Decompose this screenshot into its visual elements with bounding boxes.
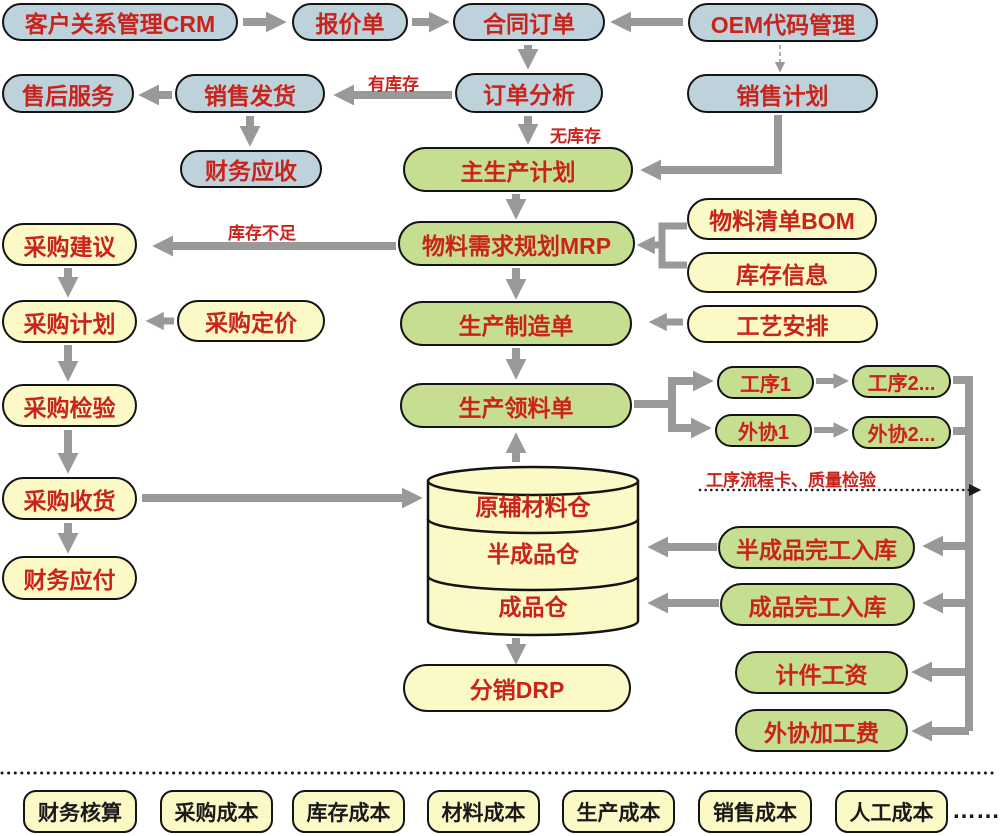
arrow-picking-to-process1 <box>634 370 714 408</box>
node-piecework-wage: 计件工资 <box>735 651 908 694</box>
node-purchase-pricing: 采购定价 <box>177 300 325 342</box>
node-master-production-plan: 主生产计划 <box>403 147 633 192</box>
warehouse-section-semi-finished: 半成品仓 <box>487 541 579 567</box>
cylinder-top <box>426 465 640 497</box>
node-after-sales: 售后服务 <box>2 74 134 113</box>
cost-labor: 人工成本 <box>835 790 948 833</box>
cost-production: 生产成本 <box>562 790 675 833</box>
node-oem: OEM代码管理 <box>688 3 878 42</box>
node-process-2: 工序2... <box>852 365 951 398</box>
node-sales-plan: 销售计划 <box>687 74 878 113</box>
node-finance-receivable: 财务应收 <box>180 150 322 188</box>
node-order-analysis: 订单分析 <box>455 73 603 113</box>
line-right-bus <box>953 376 973 731</box>
node-process-arrange: 工艺安排 <box>687 305 878 343</box>
node-finance-payable: 财务应付 <box>2 556 137 600</box>
node-semi-finished-in: 半成品完工入库 <box>718 526 915 569</box>
node-production-order: 生产制造单 <box>400 301 632 346</box>
node-sales-delivery: 销售发货 <box>175 74 325 113</box>
cost-row-ellipsis: …… <box>952 797 1000 824</box>
node-drp: 分销DRP <box>403 664 631 712</box>
cost-sales: 销售成本 <box>698 790 812 833</box>
arrow-picking-to-outsource1 <box>668 404 712 439</box>
node-outsource-2: 外协2... <box>852 416 951 449</box>
edge-label-in-stock: 有库存 <box>368 75 419 94</box>
warehouse-cylinder <box>426 465 640 637</box>
warehouse-section-finished: 成品仓 <box>498 594 568 620</box>
node-contract-order: 合同订单 <box>453 3 605 41</box>
node-purchase-inspect: 采购检验 <box>2 384 137 427</box>
edge-label-process-card: 工序流程卡、质量检验 <box>706 471 876 490</box>
cost-inventory: 库存成本 <box>292 790 405 833</box>
node-finished-in: 成品完工入库 <box>720 583 915 626</box>
node-crm: 客户关系管理CRM <box>2 3 238 41</box>
node-process-1: 工序1 <box>717 366 814 399</box>
cylinder-divider-2 <box>426 575 640 592</box>
node-mrp: 物料需求规划MRP <box>398 221 635 266</box>
node-inventory-info: 库存信息 <box>687 252 877 293</box>
cylinder-divider-1 <box>426 518 640 535</box>
edge-label-stock-shortage: 库存不足 <box>228 224 296 243</box>
arrow-sales-plan-to-mps <box>640 115 782 181</box>
cylinder-body <box>426 481 640 637</box>
cost-material: 材料成本 <box>427 790 540 833</box>
node-quotation: 报价单 <box>292 3 408 41</box>
node-purchase-suggest: 采购建议 <box>2 223 137 266</box>
bracket-bom-inventory <box>658 222 687 269</box>
node-outsource-fee: 外协加工费 <box>735 709 908 752</box>
node-purchase-plan: 采购计划 <box>2 300 137 343</box>
warehouse-section-raw-materials: 原辅材料仓 <box>475 494 591 520</box>
cost-purchase: 采购成本 <box>160 790 273 833</box>
edge-label-out-of-stock: 无库存 <box>550 127 601 146</box>
node-production-picking: 生产领料单 <box>400 383 632 428</box>
cost-finance-accounting: 财务核算 <box>23 790 137 833</box>
node-outsource-1: 外协1 <box>715 414 812 447</box>
node-bom: 物料清单BOM <box>687 198 877 240</box>
node-purchase-receive: 采购收货 <box>2 477 137 520</box>
